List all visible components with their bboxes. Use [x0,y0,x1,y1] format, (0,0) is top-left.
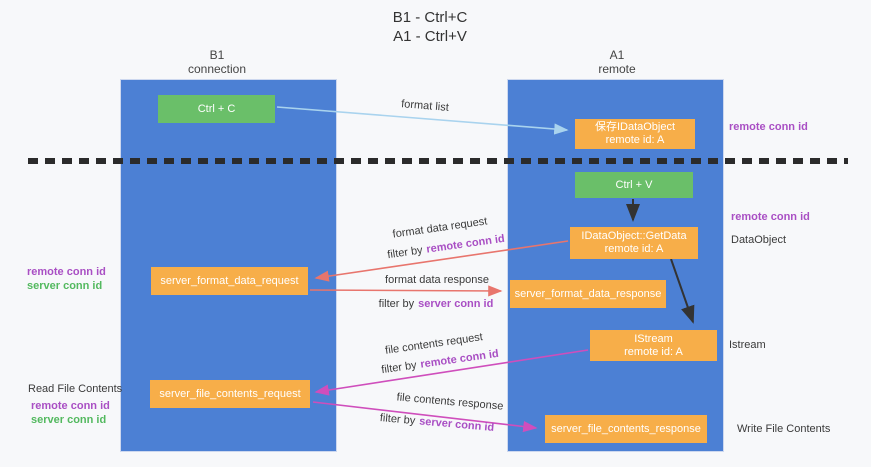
filter-by-text: filter by [379,412,416,428]
getdata-line2: remote id: A [604,243,664,255]
remote-conn-id-text: remote conn id [419,347,500,371]
lane-a1-name: A1 [609,48,625,62]
server-conn-id-side-left-2: server conn id [31,414,107,426]
save-idataobject-box: 保存IDataObject remote id: A [575,119,695,149]
server-conn-id-text: server conn id [418,298,494,310]
filter-by-text: filter by [386,244,424,262]
ctrl-v-box: Ctrl + V [575,172,693,198]
diagram-title: B1 - Ctrl+C A1 - Ctrl+V [393,8,468,46]
istream-box: IStream remote id: A [590,330,717,361]
remote-conn-id-side-left-1: remote conn id [27,266,106,278]
idataobject-getdata-box: IDataObject::GetData remote id: A [570,227,698,259]
save-idataobject-line2: remote id: A [605,134,665,146]
server-file-contents-response-label: server_file_contents_response [551,422,701,435]
title-line-2: A1 - Ctrl+V [393,28,467,45]
filter-by-text: filter by [378,298,415,310]
server-format-data-response-label: server_format_data_response [514,287,662,300]
format-data-response-arrow [309,285,503,297]
server-conn-id-side-left-1: server conn id [27,280,103,292]
lane-a1-role: remote [598,62,636,76]
dataobject-side-label: DataObject [731,234,787,246]
server-format-data-response-box: server_format_data_response [510,280,666,308]
lane-header-b1: B1 connection [188,48,246,76]
remote-conn-id-side-left-2: remote conn id [31,400,110,412]
istream-line2: remote id: A [624,345,683,358]
lane-b1-name: B1 [209,48,225,62]
remote-conn-id-text: remote conn id [425,232,506,256]
istream-side-label: Istream [729,339,766,351]
remote-conn-id-side-right-2: remote conn id [731,211,810,223]
title-line-1: B1 - Ctrl+C [392,9,468,26]
server-format-data-request-box: server_format_data_request [151,267,308,295]
read-file-contents-label: Read File Contents [28,383,123,395]
save-idataobject-line1: 保存IDataObject [594,121,676,133]
getdata-line1: IDataObject::GetData [581,230,687,242]
format-data-response-label: format data response [385,274,489,286]
ctrl-c-box: Ctrl + C [158,95,275,123]
write-file-contents-label: Write File Contents [737,423,831,435]
format-list-label: format list [400,98,450,114]
server-file-contents-request-box: server_file_contents_request [150,380,310,408]
istream-line1: IStream [634,332,673,345]
lane-b1-role: connection [187,62,247,76]
lane-header-a1: A1 remote [598,48,635,76]
remote-conn-id-side-right-1: remote conn id [729,121,808,133]
server-file-contents-request-label: server_file_contents_request [159,387,301,400]
server-file-contents-response-box: server_file_contents_response [545,415,707,443]
ctrl-c-label: Ctrl + C [197,102,236,115]
file-contents-response-label: file contents response [396,391,504,413]
ctrl-v-label: Ctrl + V [615,178,653,191]
server-conn-id-text: server conn id [418,415,495,434]
server-format-data-request-label: server_format_data_request [160,274,299,287]
filter-by-text: filter by [380,359,418,377]
